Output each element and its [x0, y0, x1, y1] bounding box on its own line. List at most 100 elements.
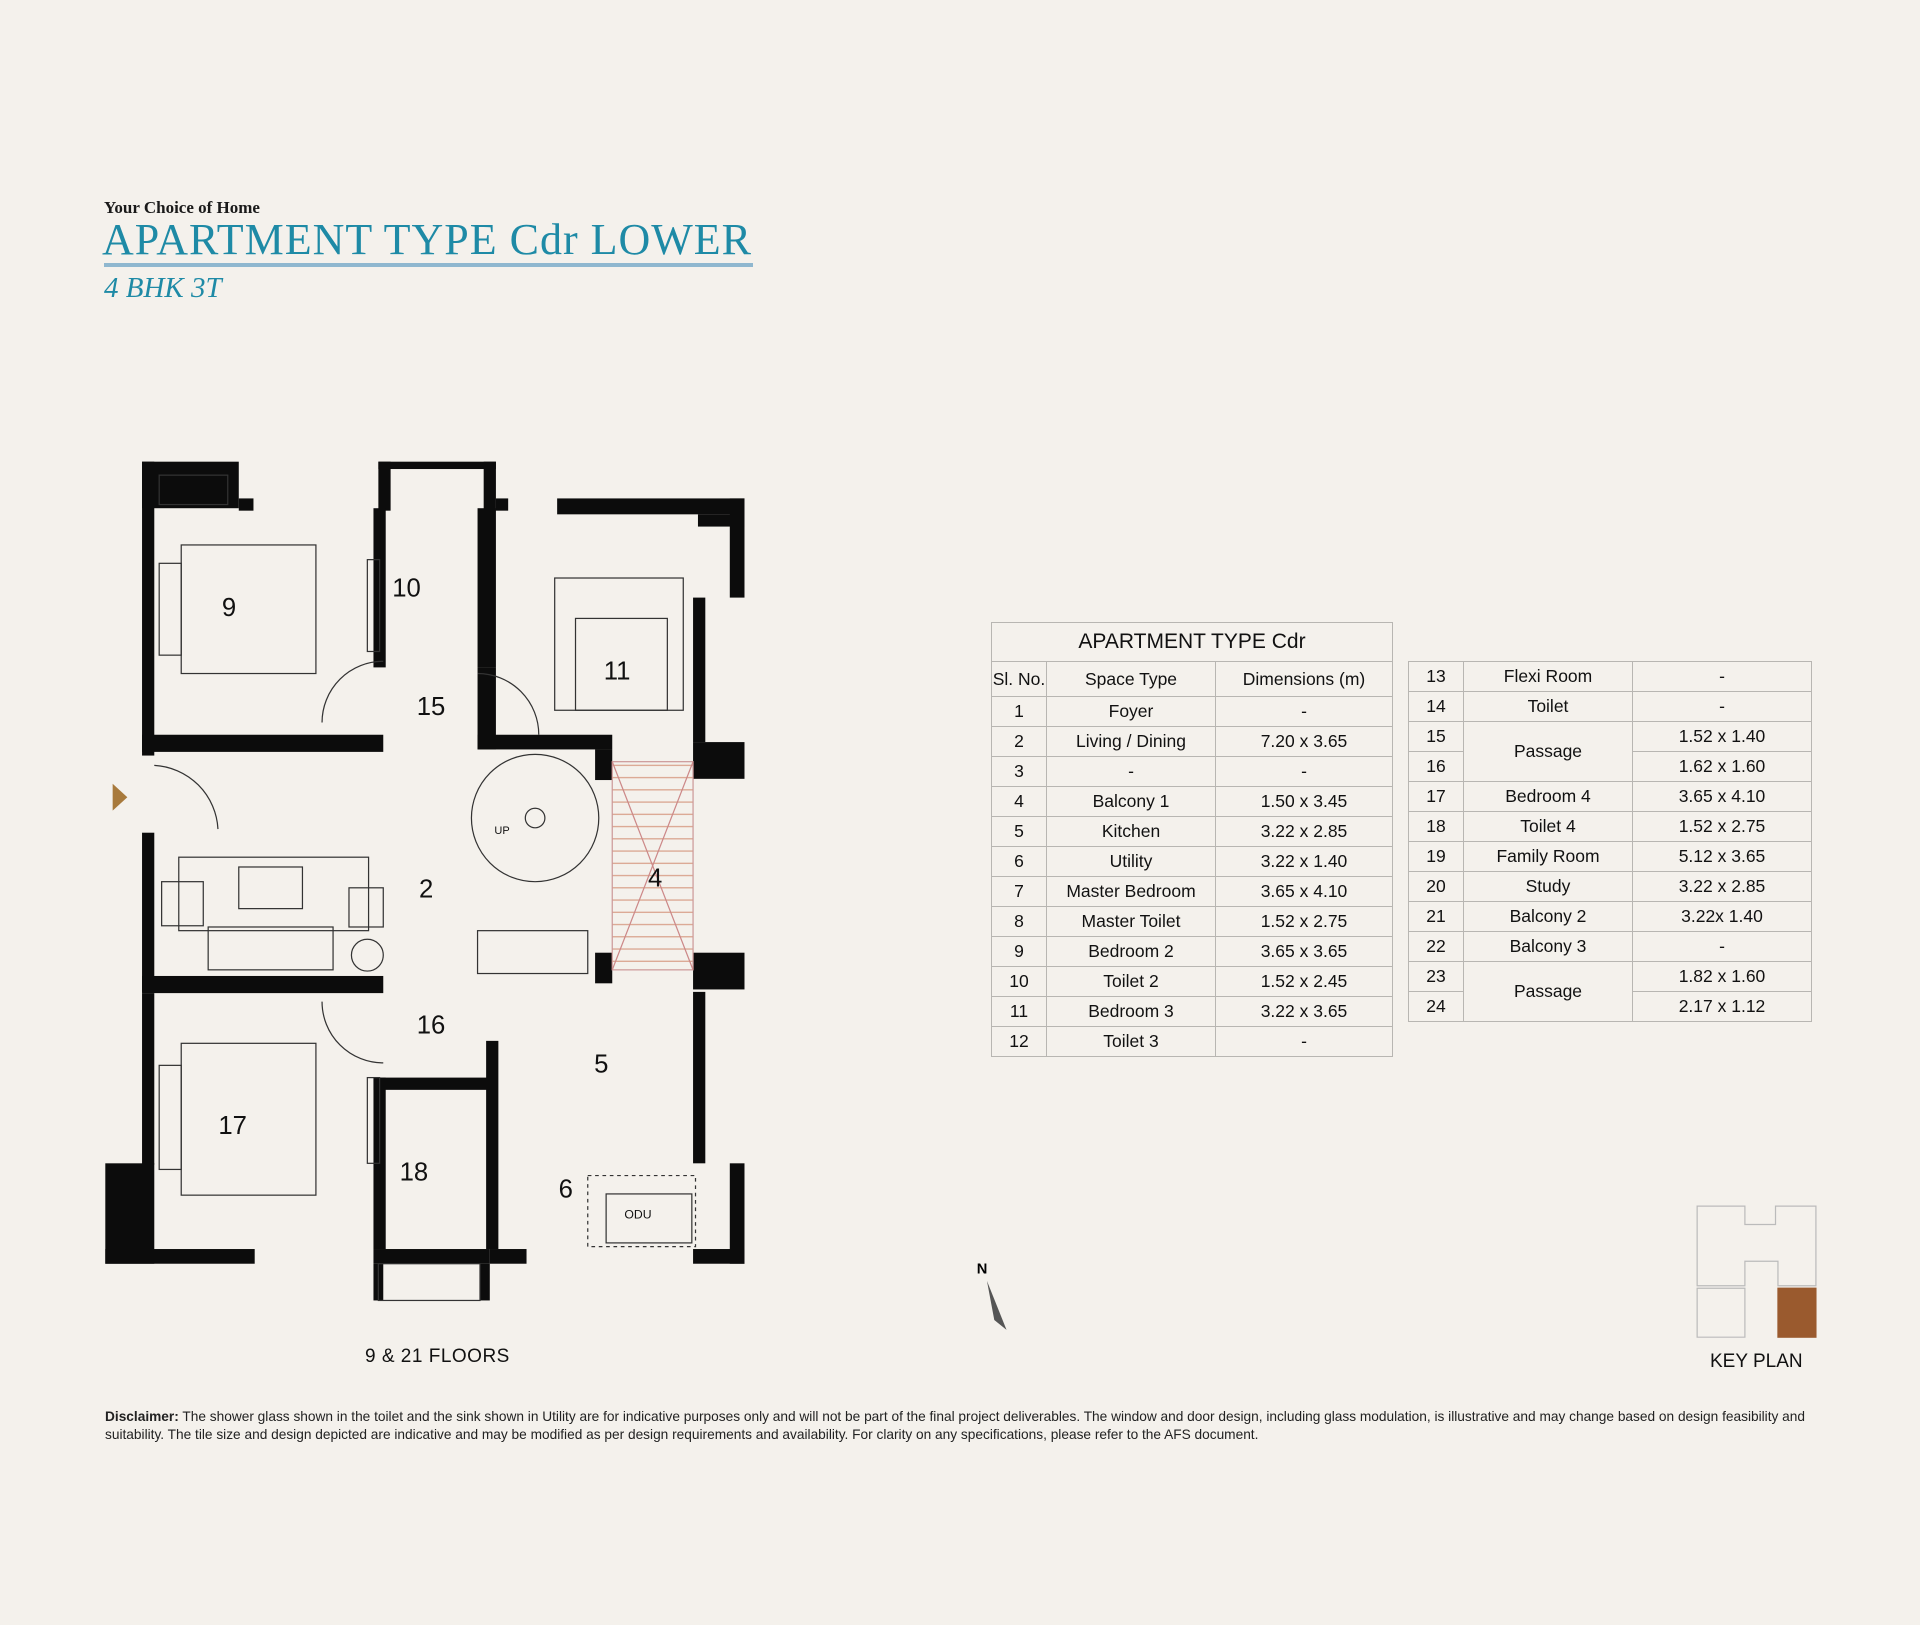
disclaimer-text: The shower glass shown in the toilet and…: [105, 1409, 1806, 1442]
table-cell: 3: [991, 756, 1047, 787]
table-cell: 1.52 x 2.45: [1215, 966, 1393, 997]
table-cell: 21: [1408, 901, 1464, 932]
table-cell: Master Bedroom: [1046, 876, 1216, 907]
table-cell: -: [1215, 756, 1393, 787]
north-arrow-icon: N: [977, 1262, 1007, 1330]
page-subtitle: 4 BHK 3T: [104, 272, 222, 304]
table-cell: 1.62 x 1.60: [1632, 751, 1812, 782]
table-cell: Bedroom 3: [1046, 996, 1216, 1027]
table-cell: -: [1046, 756, 1216, 787]
table-cell: 3.22x 1.40: [1632, 901, 1812, 932]
page-title: APARTMENT TYPE Cdr LOWER: [102, 215, 753, 264]
table-cell: -: [1215, 1026, 1393, 1057]
room-label: 15: [417, 693, 446, 721]
table-cell: 2: [991, 726, 1047, 757]
stair-up-label: UP: [494, 825, 509, 837]
col-header: Sl. No.: [991, 661, 1047, 697]
room-labels: 9 10 11 15 2 4 16 5 17 18 6 ODU UP: [218, 574, 662, 1221]
table-cell: Living / Dining: [1046, 726, 1216, 757]
table-cell: 1.52 x 2.75: [1215, 906, 1393, 937]
table-cell: Balcony 3: [1463, 931, 1633, 962]
room-label: 5: [594, 1051, 608, 1079]
table-cell: Foyer: [1046, 696, 1216, 727]
table-cell: Bedroom 2: [1046, 936, 1216, 967]
table-cell: 11: [991, 996, 1047, 1027]
table-cell: Utility: [1046, 846, 1216, 877]
table-cell: 20: [1408, 871, 1464, 902]
table-cell: Balcony 2: [1463, 901, 1633, 932]
table-cell: Balcony 1: [1046, 786, 1216, 817]
table-cell: 4: [991, 786, 1047, 817]
table-title: APARTMENT TYPE Cdr: [991, 622, 1393, 662]
fixtures: [154, 474, 697, 1248]
table-cell: 24: [1408, 991, 1464, 1022]
room-label: 9: [222, 594, 236, 622]
table-cell: Toilet 2: [1046, 966, 1216, 997]
table-cell: 3.65 x 4.10: [1632, 781, 1812, 812]
table-cell: Passage: [1463, 721, 1633, 782]
table-cell: 1.52 x 2.75: [1632, 811, 1812, 842]
table-cell: 5: [991, 816, 1047, 847]
table-cell: Toilet 4: [1463, 811, 1633, 842]
disclaimer: Disclaimer: The shower glass shown in th…: [105, 1408, 1825, 1444]
table-cell: 23: [1408, 961, 1464, 992]
table-cell: Family Room: [1463, 841, 1633, 872]
table-cell: 17: [1408, 781, 1464, 812]
table-cell: 15: [1408, 721, 1464, 752]
title-underline: [104, 263, 753, 267]
odu-label: ODU: [624, 1207, 651, 1221]
table-cell: 22: [1408, 931, 1464, 962]
table-cell: 14: [1408, 691, 1464, 722]
table-cell: Bedroom 4: [1463, 781, 1633, 812]
table-cell: Toilet: [1463, 691, 1633, 722]
table-cell: 1.82 x 1.60: [1632, 961, 1812, 992]
table-cell: -: [1632, 931, 1812, 962]
room-label: 10: [392, 574, 421, 602]
space-table-left: APARTMENT TYPE Cdr Sl. No. Space Type Di…: [991, 622, 1393, 1057]
room-label: 11: [604, 658, 631, 686]
room-label: 6: [559, 1176, 573, 1204]
key-plan-highlight: [1777, 1287, 1817, 1338]
entry-arrow-icon: [112, 783, 128, 811]
table-cell: 5.12 x 3.65: [1632, 841, 1812, 872]
table-cell: 6: [991, 846, 1047, 877]
room-label: 16: [417, 1012, 446, 1040]
balcony-box: [377, 1263, 481, 1302]
table-cell: Passage: [1463, 961, 1633, 1022]
table-cell: -: [1215, 696, 1393, 727]
table-cell: 3.22 x 3.65: [1215, 996, 1393, 1027]
room-label: 18: [400, 1158, 429, 1186]
table-cell: 1: [991, 696, 1047, 727]
table-cell: 3.22 x 2.85: [1215, 816, 1393, 847]
table-cell: 12: [991, 1026, 1047, 1057]
disclaimer-label: Disclaimer:: [105, 1409, 179, 1424]
col-header: Space Type: [1046, 661, 1216, 697]
tagline: Your Choice of Home: [104, 198, 260, 217]
balcony-cross: [611, 761, 694, 971]
walls: [105, 461, 745, 1301]
table-cell: 3.65 x 4.10: [1215, 876, 1393, 907]
table-cell: 13: [1408, 661, 1464, 692]
table-row: 3--: [991, 756, 1393, 787]
table-cell: 3.22 x 2.85: [1632, 871, 1812, 902]
table-cell: 7: [991, 876, 1047, 907]
room-label: 2: [419, 876, 433, 904]
table-cell: 2.17 x 1.12: [1632, 991, 1812, 1022]
table-row: 24 2.17 x 1.12: [1408, 991, 1812, 1022]
